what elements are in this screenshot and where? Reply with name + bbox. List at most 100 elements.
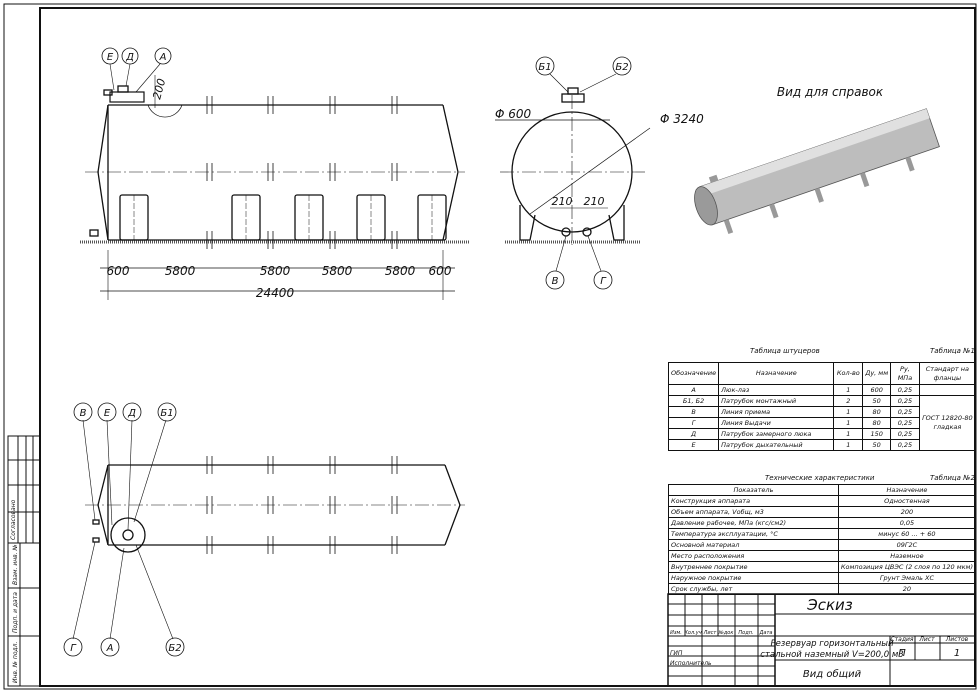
- callout-e: Е: [107, 52, 114, 63]
- dim-nozzle-diameter: Φ 600: [495, 107, 532, 121]
- table-cell: 80: [862, 406, 892, 418]
- top-callout-b1: Б1: [160, 408, 173, 419]
- table1-header: Назначение: [718, 362, 835, 385]
- table-cell: В: [667, 406, 720, 418]
- strip-agreed-label: Согласовано: [10, 499, 17, 540]
- table-cell: 150: [862, 428, 892, 440]
- dim-4: 5800: [322, 264, 353, 278]
- saddle-support: [294, 194, 324, 241]
- table-cell: Показатель: [668, 484, 839, 496]
- table-cell: Композиция ЦВЭС (2 слоя по 120 мкм): [837, 561, 977, 573]
- view-name: Вид общий: [803, 668, 862, 680]
- stage-value: П: [898, 648, 906, 659]
- table2-number: Таблица №2: [930, 474, 975, 482]
- table-cell: Конструкция аппарата: [668, 495, 839, 507]
- dim-6: 600: [429, 264, 452, 278]
- table-cell: Наружное покрытие: [668, 572, 839, 584]
- table-cell: Внутреннее покрытие: [668, 561, 839, 573]
- table-cell: Грунт Эмаль ХС: [837, 572, 977, 584]
- sheets-label: Листов: [945, 636, 969, 643]
- sheet-label: Лист: [918, 636, 935, 643]
- table-cell: 1: [833, 406, 864, 418]
- table-cell: 0,25: [890, 406, 920, 418]
- table-cell: Люк-лаз: [718, 384, 835, 396]
- table-cell: 80: [862, 417, 892, 429]
- drawing-name-2: стальной наземный V=200,0 м3: [760, 650, 903, 660]
- side-view: Е Д А 200 600 5800 5800 5800 5800 600 24…: [80, 47, 470, 300]
- dim-offset-left: 210: [552, 195, 573, 208]
- callout-b2: Б2: [615, 62, 628, 73]
- table-cell: Патрубок замерного люка: [718, 428, 835, 440]
- table1-header: Обозначение: [667, 362, 720, 385]
- table-cell: Давление рабочее, МПа (кгс/см2): [668, 517, 839, 529]
- table-cell: 1: [833, 428, 864, 440]
- dim-5: 5800: [385, 264, 416, 278]
- top-callout-g: Г: [70, 643, 77, 654]
- top-view: В Е Д Б1 Г А Б2: [63, 402, 465, 657]
- table1-header: Стандарт на фланцы: [918, 362, 977, 385]
- table-cell: Место расположения: [668, 550, 839, 562]
- table-cell: Наземное: [837, 550, 977, 562]
- flange-standard-cell: ГОСТ 12820-80 гладкая: [918, 395, 977, 451]
- table-cell: Линия Выдачи: [718, 417, 835, 429]
- title-block: Эскиз Резервуар горизонтальный стальной …: [667, 593, 976, 687]
- top-callout-v: В: [80, 408, 87, 419]
- drawing-name-1: Резервуар горизонтальный: [770, 639, 894, 649]
- dim-3: 5800: [260, 264, 291, 278]
- inner-frame: [39, 7, 976, 687]
- table-cell: 600: [862, 384, 892, 396]
- col-header: №док: [718, 630, 734, 636]
- callout-a: А: [159, 52, 167, 63]
- table-cell: Одностенная: [837, 495, 977, 507]
- table-cell: 0,25: [890, 384, 920, 396]
- end-view: Б1 Б2 В Г Φ 600 Φ 3240 210 210: [495, 56, 704, 290]
- callout-v: В: [552, 276, 559, 287]
- col-header: Подп.: [738, 630, 753, 636]
- table-cell: Назначение: [837, 484, 977, 496]
- table-row: Давление рабочее, МПа (кгс/см2)0,05: [668, 517, 977, 529]
- dim-2: 5800: [165, 264, 196, 278]
- top-callout-d: Д: [127, 408, 136, 419]
- table-cell: 0,25: [890, 417, 920, 429]
- table1-header: Ду, мм: [862, 362, 892, 385]
- col-header: Изм.: [670, 630, 682, 636]
- table-cell: минус 60 ... + 60: [837, 528, 977, 540]
- stage-label: Стадия: [890, 636, 913, 643]
- table-cell: Е: [667, 439, 720, 451]
- top-callout-a: А: [106, 643, 114, 654]
- col-header: Лист: [703, 630, 718, 636]
- dim-height: 200: [150, 77, 168, 101]
- table-cell: Б1, Б2: [667, 395, 720, 407]
- isometric-view: Вид для справок: [694, 85, 940, 235]
- table-cell: 0,25: [890, 439, 920, 451]
- table2-title: Технические характеристики: [765, 474, 875, 482]
- sheets-value: 1: [954, 648, 960, 659]
- table-cell: 50: [862, 395, 892, 407]
- table-cell: А: [667, 384, 720, 396]
- dim-total: 24400: [256, 286, 295, 300]
- dim-1: 600: [107, 264, 130, 278]
- role-gip: ГИП: [670, 650, 683, 657]
- saddle-support: [119, 194, 149, 241]
- saddle-support: [231, 194, 261, 241]
- dim-shell-diameter: Φ 3240: [660, 112, 704, 126]
- col-header: Дата: [759, 630, 773, 636]
- table-cell: 09Г2С: [837, 539, 977, 551]
- dim-offset-right: 210: [584, 195, 605, 208]
- table-cell: 1: [833, 384, 864, 396]
- table-cell: 1: [833, 439, 864, 451]
- table-cell: Объем аппарата, Vобщ, м3: [668, 506, 839, 518]
